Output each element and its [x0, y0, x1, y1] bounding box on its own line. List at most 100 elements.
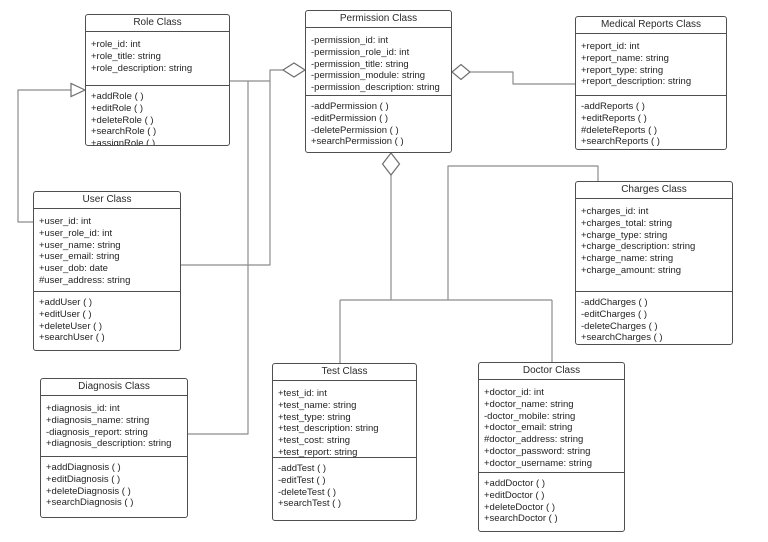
generalization-arrow-icon	[70, 82, 87, 98]
class-methods: -addPermission ( )-editPermission ( )-de…	[306, 96, 451, 148]
class-methods: -addCharges ( )-editCharges ( )-deleteCh…	[576, 292, 732, 344]
class-attribute: +diagnosis_description: string	[46, 438, 172, 450]
class-method: -addCharges ( )	[581, 297, 648, 308]
class-method: +addDiagnosis ( )	[46, 462, 121, 473]
class-method: -addPermission ( )	[311, 101, 389, 112]
class-method: +editDoctor ( )	[484, 489, 545, 501]
class-attribute: +test_id: int	[278, 388, 327, 399]
class-methods: +addUser ( )+editUser ( )+deleteUser ( )…	[34, 292, 180, 344]
class-method: +editDiagnosis ( )	[46, 473, 121, 485]
class-attribute: +diagnosis_id: int	[46, 403, 120, 414]
class-attribute: +user_name: string	[39, 239, 121, 251]
class-attribute: +doctor_id: int	[484, 387, 544, 398]
class-attribute: +report_description: string	[581, 76, 692, 88]
class-attribute: -permission_id: int	[311, 35, 389, 46]
class-attribute: +charge_amount: string	[581, 264, 682, 276]
class-attribute: +charge_name: string	[581, 253, 674, 265]
class-attribute: +test_type: string	[278, 411, 351, 423]
aggregation-diamond-icon	[451, 63, 471, 81]
class-attribute: +report_name: string	[581, 52, 669, 64]
class-attribute: +doctor_email: string	[484, 422, 573, 434]
class-attribute: -permission_module: string	[311, 70, 426, 82]
class-title: Diagnosis Class	[41, 379, 187, 396]
class-methods: +addDiagnosis ( )+editDiagnosis ( )+dele…	[41, 457, 187, 509]
class-attribute: +charges_id: int	[581, 206, 649, 217]
class-method: -deletePermission ( )	[311, 124, 399, 136]
class-method: +deleteRole ( )	[91, 114, 154, 126]
class-methods: +addDoctor ( )+editDoctor ( )+deleteDoct…	[479, 473, 624, 525]
class-attributes: -permission_id: int-permission_role_id: …	[306, 28, 451, 96]
class-attribute: +report_type: string	[581, 64, 664, 76]
class-attribute: -permission_title: string	[311, 58, 409, 70]
class-attribute: +doctor_username: string	[484, 457, 592, 469]
class-attribute: +user_role_id: int	[39, 227, 113, 239]
class-attribute: +role_description: string	[91, 62, 193, 74]
class-attribute: -permission_description: string	[311, 82, 440, 94]
class-method: +assignRole ( )	[91, 138, 156, 146]
class-attribute: -doctor_mobile: string	[484, 410, 576, 422]
class-method: +deleteDiagnosis ( )	[46, 485, 131, 497]
class-attributes: +doctor_id: int+doctor_name: string-doct…	[479, 380, 624, 473]
class-attribute: +charge_type: string	[581, 229, 668, 241]
class-methods: -addTest ( )-editTest ( )-deleteTest ( )…	[273, 458, 416, 510]
class-attributes: +diagnosis_id: int+diagnosis_name: strin…	[41, 396, 187, 457]
class-title: Test Class	[273, 364, 416, 381]
class-attributes: +user_id: int+user_role_id: int+user_nam…	[34, 209, 180, 292]
class-method: +deleteUser ( )	[39, 320, 103, 332]
class-method: -editPermission ( )	[311, 112, 389, 124]
class-method: +editRole ( )	[91, 102, 144, 114]
class-method: -addReports ( )	[581, 101, 645, 112]
class-method: -editTest ( )	[278, 474, 326, 486]
class-attributes: +report_id: int+report_name: string+repo…	[576, 34, 726, 96]
class-title: Charges Class	[576, 182, 732, 199]
class-method: #deleteReports ( )	[581, 124, 658, 136]
class-attribute: +user_dob: date	[39, 263, 108, 275]
class-method: +searchDoctor ( )	[484, 513, 558, 525]
class-attribute: #user_address: string	[39, 274, 131, 286]
class-method: +editUser ( )	[39, 308, 92, 320]
class-method: -deleteCharges ( )	[581, 320, 658, 332]
connector-diagnosis-to-permission	[188, 81, 249, 435]
class-attribute: +diagnosis_name: string	[46, 414, 150, 426]
connector-user-to-permission	[181, 81, 271, 266]
connector-permission-to-medical	[470, 71, 575, 85]
class-doctor: Doctor Class+doctor_id: int+doctor_name:…	[478, 362, 625, 532]
class-attribute: +report_id: int	[581, 41, 640, 52]
class-attribute: +charge_description: string	[581, 241, 696, 253]
class-attribute: +test_description: string	[278, 423, 379, 435]
class-title: Permission Class	[306, 11, 451, 28]
class-attribute: +charges_total: string	[581, 217, 673, 229]
class-attribute: +user_email: string	[39, 251, 120, 263]
class-method: +searchUser ( )	[39, 332, 105, 344]
class-medical: Medical Reports Class+report_id: int+rep…	[575, 16, 727, 150]
class-method: +addUser ( )	[39, 297, 93, 308]
class-method: +searchReports ( )	[581, 136, 660, 148]
class-method: -deleteTest ( )	[278, 486, 337, 498]
class-user: User Class+user_id: int+user_role_id: in…	[33, 191, 181, 351]
class-method: +searchCharges ( )	[581, 332, 663, 344]
aggregation-diamond-icon	[381, 152, 401, 176]
class-title: User Class	[34, 192, 180, 209]
class-method: +editReports ( )	[581, 112, 647, 124]
class-method: -editCharges ( )	[581, 308, 647, 320]
class-method: -addTest ( )	[278, 463, 327, 474]
class-attribute: #doctor_address: string	[484, 434, 584, 446]
class-attributes: +charges_id: int+charges_total: string+c…	[576, 199, 732, 292]
connector-user-to-role	[17, 89, 71, 223]
class-attribute: +role_title: string	[91, 50, 161, 62]
class-methods: -addReports ( )+editReports ( )#deleteRe…	[576, 96, 726, 148]
connector-charges-branch	[447, 165, 599, 300]
class-test: Test Class +test_id: int+test_name: strin…	[272, 363, 417, 521]
class-attribute: +test_report: string	[278, 446, 358, 458]
class-attribute: +test_cost: string	[278, 435, 351, 447]
class-method: +addDoctor ( )	[484, 478, 545, 489]
class-attribute: +test_name: string	[278, 399, 357, 411]
class-attribute: -diagnosis_report: string	[46, 426, 148, 438]
class-method: +searchDiagnosis ( )	[46, 497, 134, 509]
class-title: Doctor Class	[479, 363, 624, 380]
class-attribute: -permission_role_id: int	[311, 46, 410, 58]
class-diagnosis: Diagnosis Class+diagnosis_id: int+diagno…	[40, 378, 188, 518]
class-attributes: +role_id: int+role_title: string+role_de…	[86, 32, 229, 86]
